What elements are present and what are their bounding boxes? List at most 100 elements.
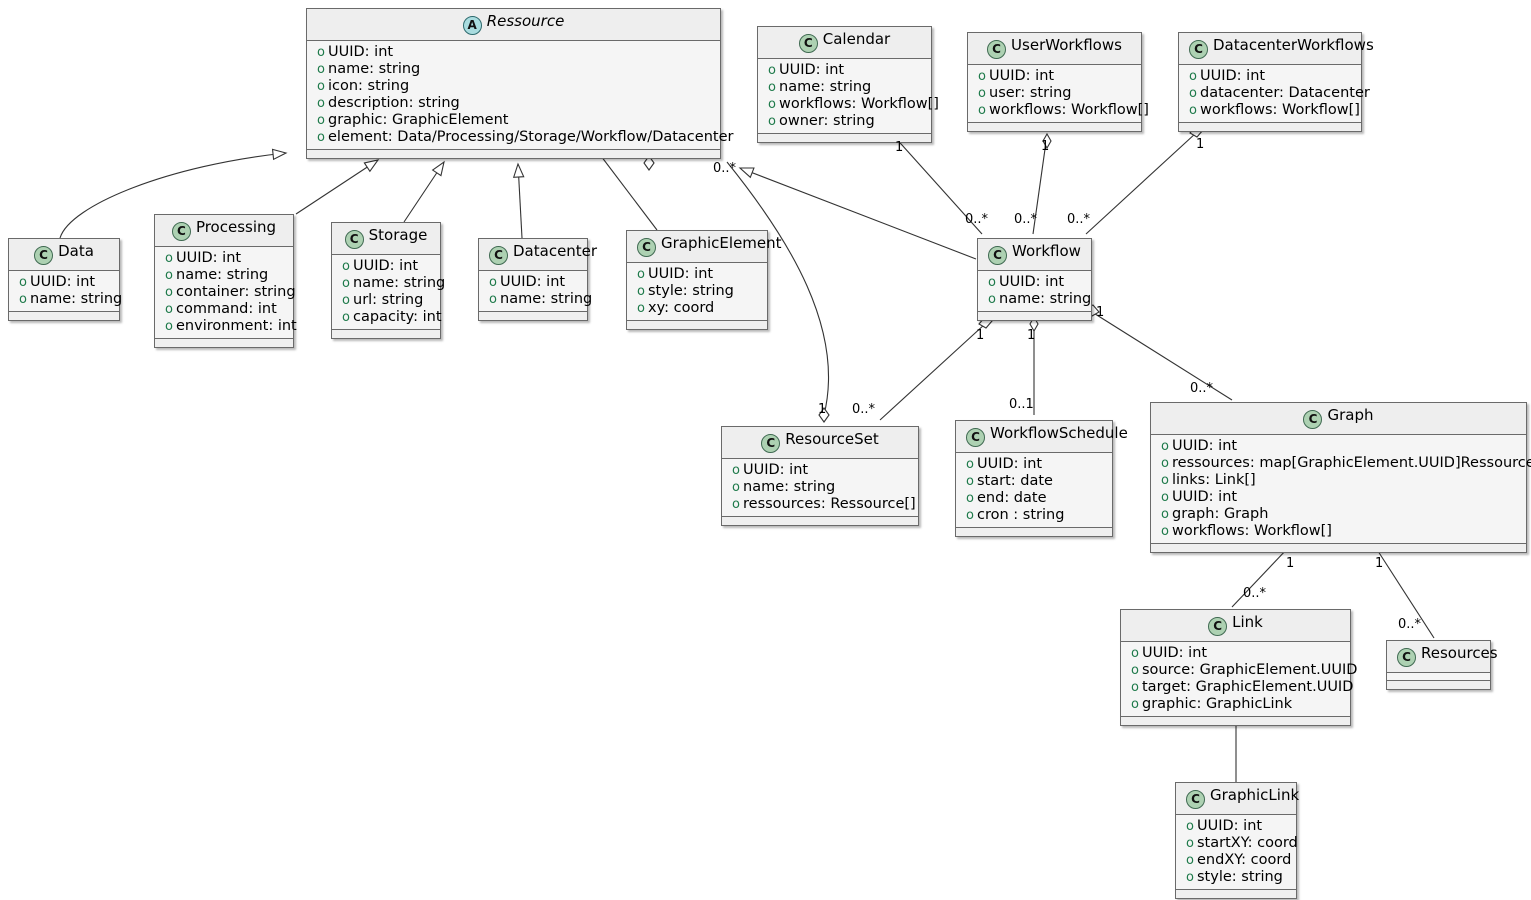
edge-workflow-resourceset <box>879 323 986 421</box>
multiplicity-label: 1 <box>895 140 904 155</box>
attribute-text: ressources: map[GraphicElement.UUID]Ress… <box>1172 455 1531 471</box>
visibility-public-icon: o <box>1189 69 1197 84</box>
class-methods-compartment <box>627 321 767 329</box>
class-methods-compartment <box>9 312 119 320</box>
class-name-workflow: Workflow <box>1012 242 1081 260</box>
visibility-public-icon: o <box>165 251 173 266</box>
visibility-public-icon: o <box>19 275 27 290</box>
abstract-class-icon: A <box>462 16 482 35</box>
attribute-text: command: int <box>176 301 277 317</box>
visibility-public-icon: o <box>1189 86 1197 101</box>
visibility-public-icon: o <box>317 79 325 94</box>
attribute-text: end: date <box>977 490 1047 506</box>
visibility-public-icon: o <box>768 80 776 95</box>
multiplicity-label: 1 <box>1027 328 1036 343</box>
attribute-text: url: string <box>353 292 424 308</box>
class-methods-compartment <box>1176 890 1296 898</box>
class-name-graphicelement: GraphicElement <box>661 234 782 252</box>
visibility-public-icon: o <box>317 96 325 111</box>
class-name-storage: Storage <box>368 226 428 244</box>
attribute-text: description: string <box>328 95 460 111</box>
attribute-text: name: string <box>353 275 446 291</box>
class-name-workflowschedule: WorkflowSchedule <box>990 424 1128 442</box>
attribute-text: UUID: int <box>500 274 566 290</box>
attribute-text: UUID: int <box>989 68 1055 84</box>
visibility-public-icon: o <box>1161 507 1169 522</box>
visibility-public-icon: o <box>342 293 350 308</box>
visibility-public-icon: o <box>317 45 325 60</box>
multiplicity-label: 0..* <box>1398 617 1422 632</box>
visibility-public-icon: o <box>489 292 497 307</box>
attribute-text: links: Link[] <box>1172 472 1256 488</box>
attribute-text: UUID: int <box>1142 645 1208 661</box>
visibility-public-icon: o <box>1186 853 1194 868</box>
visibility-public-icon: o <box>966 491 974 506</box>
multiplicity-label: 0..* <box>965 212 989 227</box>
class-icon: C <box>1303 410 1323 429</box>
attribute-text: element: Data/Processing/Storage/Workflo… <box>328 129 734 145</box>
class-icon: C <box>1208 617 1228 636</box>
class-name-ressource: Ressource <box>486 12 565 30</box>
attribute-text: start: date <box>977 473 1053 489</box>
class-methods-compartment <box>956 528 1112 536</box>
visibility-public-icon: o <box>342 276 350 291</box>
attribute-text: capacity: int <box>353 309 442 325</box>
visibility-public-icon: o <box>1161 439 1169 454</box>
visibility-public-icon: o <box>1131 663 1139 678</box>
attribute-text: startXY: coord <box>1197 835 1298 851</box>
attribute-text: name: string <box>779 79 872 95</box>
visibility-public-icon: o <box>1131 680 1139 695</box>
edge-processing-ressource <box>295 159 380 215</box>
class-methods-compartment <box>155 339 293 347</box>
visibility-public-icon: o <box>732 480 740 495</box>
class-methods-compartment <box>479 312 587 320</box>
edge-datacenter-ressource <box>512 162 525 239</box>
class-icon: C <box>987 40 1007 59</box>
multiplicity-label: 0..* <box>1190 381 1214 396</box>
